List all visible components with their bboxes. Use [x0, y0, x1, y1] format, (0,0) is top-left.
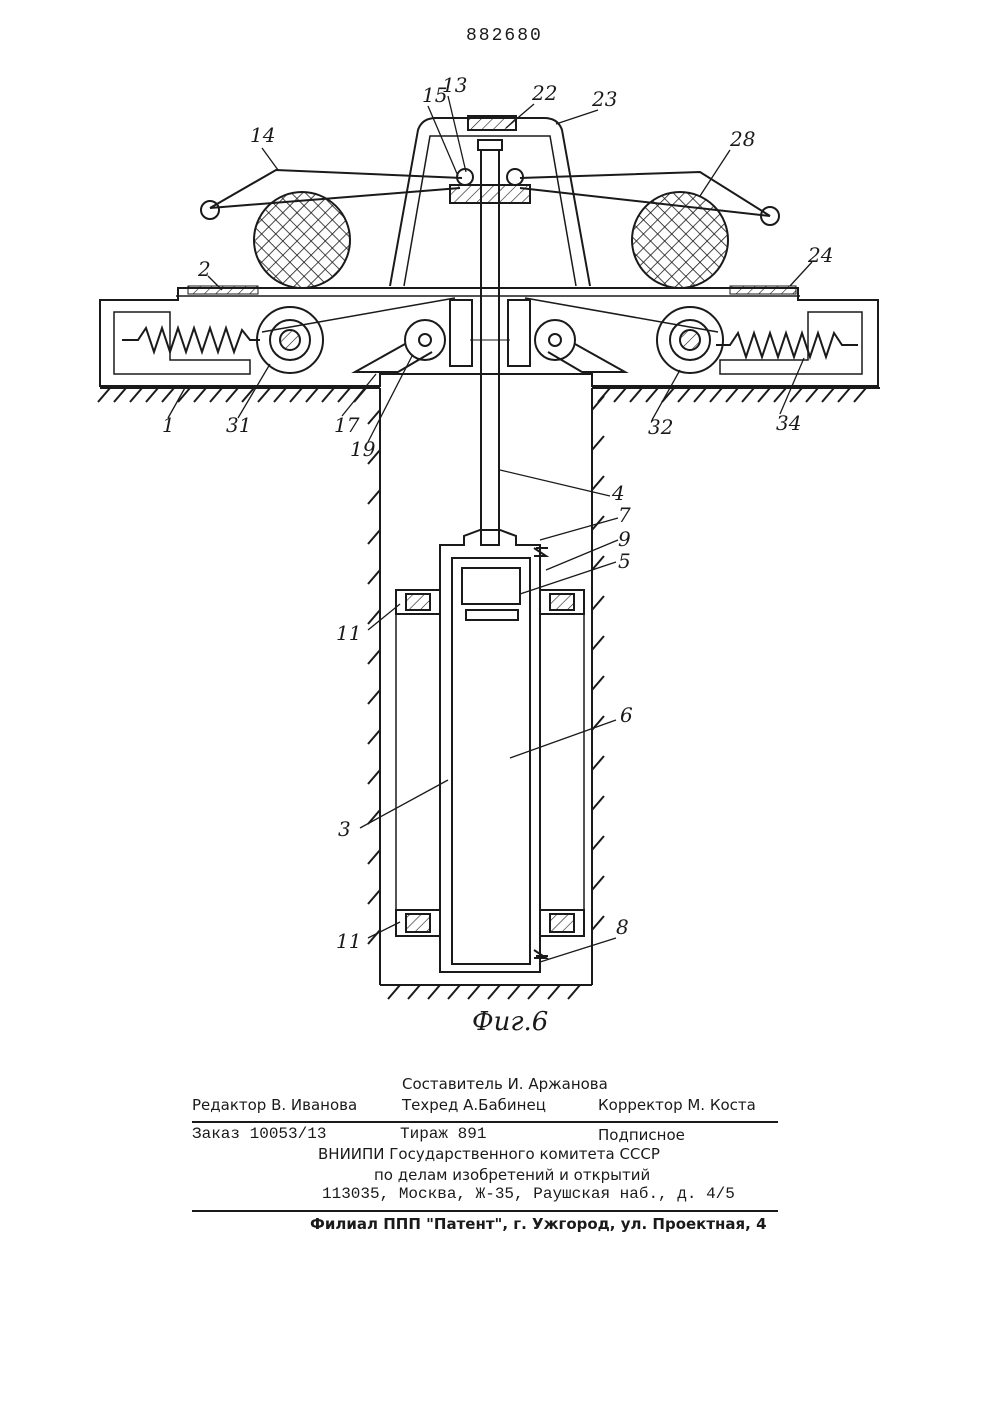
branch-address: Филиал ППП "Патент", г. Ужгород, ул. Про… [310, 1215, 767, 1233]
subscription: Подписное [598, 1126, 685, 1144]
spring-34 [716, 333, 858, 357]
footer-rule-bottom [192, 1210, 778, 1212]
top-frame [390, 116, 590, 286]
corrector: Корректор М. Коста [598, 1096, 756, 1114]
spring-left [122, 328, 260, 352]
roller-19-left [355, 300, 472, 372]
part-label: 22 [531, 81, 557, 105]
part-label: 17 [334, 413, 360, 437]
address: 113035, Москва, Ж-35, Раушская наб., д. … [322, 1185, 735, 1203]
guide-rollers-11 [396, 590, 584, 936]
load-28 [632, 192, 728, 288]
part-label: 5 [618, 549, 631, 573]
part-label: 13 [442, 73, 467, 97]
part-label: 2 [197, 257, 211, 281]
composer: Составитель И. Аржанова [402, 1075, 608, 1093]
part-label: 23 [591, 87, 617, 111]
part-label: 11 [336, 929, 361, 953]
part-label: 8 [616, 915, 629, 939]
wheel-32 [657, 307, 723, 373]
part-label: 3 [338, 817, 351, 841]
central-rod [470, 150, 510, 545]
part-label: 4 [611, 481, 625, 505]
print-run: Тираж 891 [400, 1125, 486, 1143]
part-label: 9 [618, 527, 631, 551]
part-label: 24 [807, 243, 833, 267]
order-number: Заказ 10053/13 [192, 1125, 326, 1143]
editor: Редактор В. Иванова [192, 1096, 357, 1114]
wheel-31 [257, 307, 323, 373]
techred: Техред А.Бабинец [402, 1096, 546, 1114]
part-label: 7 [618, 503, 631, 527]
technical-drawing: 14 15 13 22 23 28 2 24 1 31 17 19 32 34 … [0, 0, 1000, 1060]
base-housing [100, 288, 878, 386]
part-label: 6 [620, 703, 633, 727]
shaft-wall-hatching [368, 388, 604, 999]
part-label: 32 [648, 415, 673, 439]
part-label: 31 [226, 413, 251, 437]
cylinder-assembly [440, 530, 548, 972]
load-left [254, 192, 350, 288]
part-label: 1 [162, 413, 175, 437]
org-line-2: по делам изобретений и открытий [374, 1166, 650, 1184]
part-label: 19 [350, 437, 376, 461]
part-label: 28 [729, 127, 755, 151]
ground-hatching-right [592, 388, 880, 402]
ground-hatching-left [98, 388, 380, 402]
roller-right [508, 300, 625, 372]
figure-caption: Фиг.6 [472, 1007, 548, 1037]
footer-rule-top [192, 1121, 778, 1123]
part-label: 14 [250, 123, 275, 147]
part-label: 11 [336, 621, 361, 645]
part-label: 34 [776, 411, 801, 435]
org-line-1: ВНИИПИ Государственного комитета СССР [318, 1145, 660, 1163]
